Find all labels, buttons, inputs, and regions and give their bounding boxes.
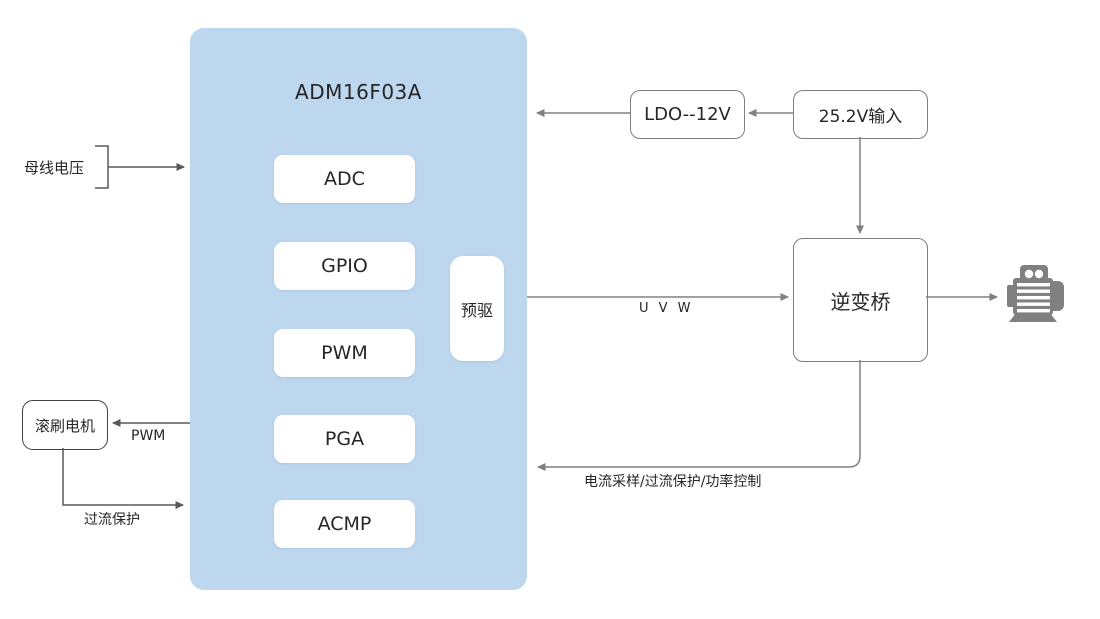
uvw-label: U V W <box>639 301 694 316</box>
module-pwm-label: PWM <box>321 342 368 364</box>
overcurrent-protection-label: 过流保护 <box>84 512 140 528</box>
connector-overcurrent <box>62 448 184 509</box>
module-acmp-label: ACMP <box>317 513 372 535</box>
ldo-box: LDO--12V <box>630 90 745 139</box>
ldo-label: LDO--12V <box>644 104 731 125</box>
module-pwm: PWM <box>274 329 415 377</box>
module-acmp: ACMP <box>274 500 415 548</box>
module-pga-label: PGA <box>324 428 365 450</box>
bus-voltage-bracket <box>95 145 109 189</box>
pwm-signal-label: PWM <box>131 428 166 444</box>
adm16f03a-title: ADM16F03A <box>295 80 422 104</box>
predriver-block: 预驱 <box>450 256 504 361</box>
brush-motor-box: 滚刷电机 <box>22 400 108 450</box>
inverter-bridge-label: 逆变桥 <box>830 289 891 314</box>
module-adc: ADC <box>274 155 415 203</box>
bus-voltage-label: 母线电压 <box>24 159 85 177</box>
feedback-label: 电流采样/过流保护/功率控制 <box>584 474 762 490</box>
module-pga: PGA <box>274 415 415 463</box>
connector-feedback <box>537 360 861 471</box>
motor-icon <box>1007 265 1064 322</box>
power-input-box: 25.2V输入 <box>793 90 928 139</box>
module-gpio: GPIO <box>274 242 415 290</box>
module-gpio-label: GPIO <box>321 255 368 277</box>
predriver-label: 预驱 <box>460 300 493 320</box>
power-input-label: 25.2V输入 <box>818 107 903 127</box>
module-adc-label: ADC <box>324 168 365 190</box>
brush-motor-label: 滚刷电机 <box>34 416 95 435</box>
inverter-bridge-box: 逆变桥 <box>793 238 928 362</box>
